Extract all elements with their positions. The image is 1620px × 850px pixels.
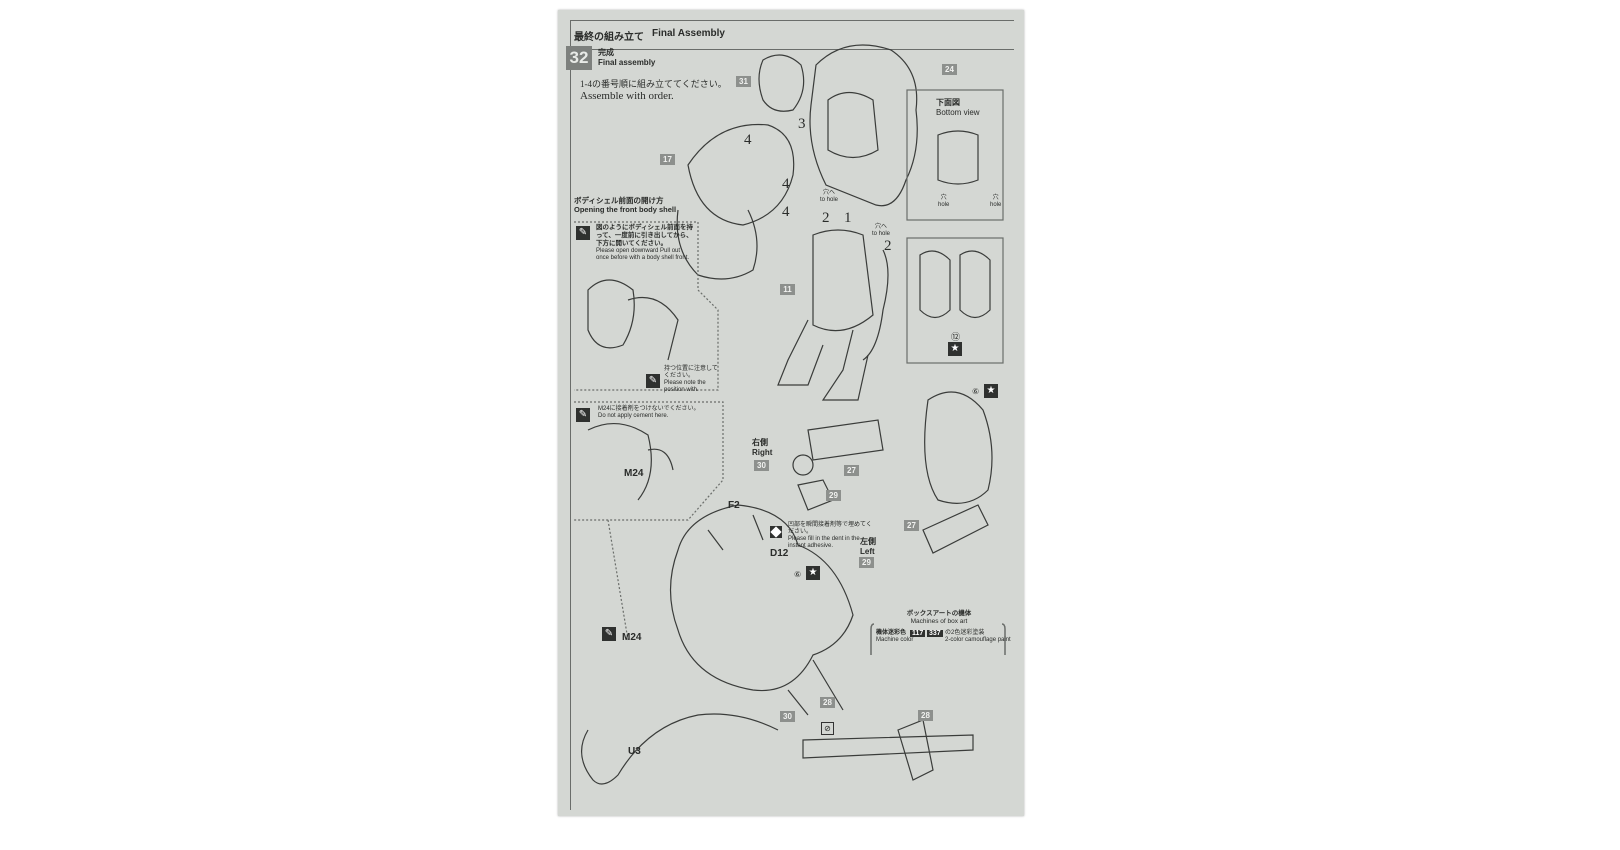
page-frame <box>570 20 1015 810</box>
instruction-en: Assemble with order. <box>580 90 674 102</box>
hold-note: 持つ位置に注意してください。 Please note the position … <box>664 366 718 394</box>
label-m24: M24 <box>622 632 642 643</box>
open-shell-title: ボディシェル前面の開け方 Opening the front body shel… <box>574 196 676 214</box>
part-27-right: 27 <box>844 465 859 476</box>
part-28a: 28 <box>820 697 835 708</box>
label-u3: U3 <box>628 746 641 757</box>
part-29-left: 29 <box>859 557 874 568</box>
label-f2: F2 <box>728 500 740 511</box>
hole-jp: 穴 <box>940 195 947 201</box>
part-30-lower: 30 <box>780 711 795 722</box>
caution-brush-icon-3: ✎ <box>576 408 590 422</box>
caution-brush-icon-2: ✎ <box>646 374 660 388</box>
part-28b: 28 <box>918 710 933 721</box>
hole-en: hole <box>938 202 950 208</box>
star-icon: ★ <box>948 342 962 356</box>
bottom-view-en: Bottom view <box>936 108 980 117</box>
box-art-title-jp: ボックスアートの機体 <box>906 610 972 617</box>
fill-dent-icon <box>770 526 782 538</box>
fill-note-jp: 凹部を瞬間接着剤等で埋めてください。 <box>788 522 872 535</box>
step-title-en: Final assembly <box>598 58 656 67</box>
section-header: 最終の組み立て Final Assembly <box>570 20 1014 50</box>
marker-12: ⑫ <box>951 332 961 342</box>
order-4a: 4 <box>744 132 752 148</box>
open-shell-title-en: Opening the front body shell <box>574 205 677 214</box>
machine-color-jp: 機体迷彩色 <box>876 630 907 636</box>
order-2a: 2 <box>822 210 830 226</box>
camouflage-en: 2-color camouflage paint <box>945 637 1011 643</box>
bottom-view-label: 下面図 Bottom view <box>936 98 980 118</box>
to-hole-jp-2: 穴へ <box>875 224 888 230</box>
order-2b: 2 <box>884 238 892 254</box>
no-cement-icon: ⊘ <box>821 722 834 735</box>
marker-6-lower: ⑥ <box>794 570 802 579</box>
open-shell-note: 図のようにボディシェル前面を持って、一度前に引き出してから、下方に開いてください… <box>596 224 694 262</box>
to-hole-en-2: to hole <box>872 231 891 237</box>
part-11: 11 <box>780 284 795 295</box>
star-icon-3: ★ <box>806 566 820 580</box>
header-title-en: Final Assembly <box>652 28 725 39</box>
color-code-337: 337 <box>927 630 943 637</box>
cement-note-en: Do not apply cement here. <box>598 413 669 419</box>
order-4b: 4 <box>782 176 790 192</box>
caution-brush-icon-4: ✎ <box>602 627 616 641</box>
open-shell-title-jp: ボディシェル前面の開け方 <box>574 196 664 205</box>
part-17: 17 <box>660 154 675 165</box>
color-code-117: 117 <box>910 630 926 637</box>
left-jp: 左側 <box>860 537 876 546</box>
bottom-view-jp: 下面図 <box>936 98 960 107</box>
left-en: Left <box>860 547 875 556</box>
star-icon-2: ★ <box>984 384 998 398</box>
assembly-illustration <box>574 44 1006 785</box>
part-29-right: 29 <box>826 490 841 501</box>
step-title: 完成 Final assembly <box>598 48 655 68</box>
to-hole-jp: 穴へ <box>823 190 836 196</box>
step-instruction: 1-4の番号順に組み立ててください。 Assemble with order. <box>580 78 727 102</box>
part-31: 31 <box>736 76 751 87</box>
hole-en-2: hole <box>990 202 1002 208</box>
order-4c: 4 <box>782 204 790 220</box>
box-art-title: ボックスアートの機体 Machines of box art <box>874 610 1004 626</box>
order-3: 3 <box>798 116 806 132</box>
instruction-jp: 1-4の番号順に組み立ててください。 <box>580 79 727 89</box>
order-1: 1 <box>844 210 852 226</box>
label-d12: D12 <box>770 548 789 559</box>
hold-note-en: Please note the position with. <box>664 380 706 393</box>
part-24: 24 <box>942 64 957 75</box>
open-shell-note-en: Please open downward Pull out once befor… <box>596 248 690 261</box>
fill-note-en: Please fill in the dent in the instant a… <box>788 536 860 549</box>
camouflage-jp: の2色迷彩塗装 <box>945 630 985 636</box>
part-30-right: 30 <box>754 460 769 471</box>
marker-6-upper: ⑥ <box>972 387 980 396</box>
step-title-jp: 完成 <box>598 48 614 57</box>
box-art-title-en: Machines of box art <box>910 618 968 625</box>
open-shell-note-jp: 図のようにボディシェル前面を持って、一度前に引き出してから、下方に開いてください… <box>596 224 694 247</box>
part-27-left: 27 <box>904 520 919 531</box>
machine-color-en: Machine color <box>876 637 914 643</box>
step-number: 32 <box>566 46 592 70</box>
header-title-jp: 最終の組み立て <box>574 32 644 43</box>
right-en: Right <box>752 448 773 457</box>
cement-note-jp: M24に接着剤をつけないでください。 <box>598 406 700 412</box>
to-hole-en: to hole <box>820 197 839 203</box>
hole-jp-2: 穴 <box>992 195 999 201</box>
hold-note-jp: 持つ位置に注意してください。 <box>664 366 718 379</box>
instruction-page: 最終の組み立て Final Assembly 32 完成 Final assem… <box>558 10 1024 816</box>
fill-note: 凹部を瞬間接着剤等で埋めてください。 Please fill in the de… <box>788 522 874 550</box>
cement-note: M24に接着剤をつけないでください。 Do not apply cement h… <box>598 406 718 420</box>
caution-brush-icon: ✎ <box>576 226 590 240</box>
label-m24-callout: M24 <box>624 468 644 479</box>
right-jp: 右側 <box>752 438 768 447</box>
